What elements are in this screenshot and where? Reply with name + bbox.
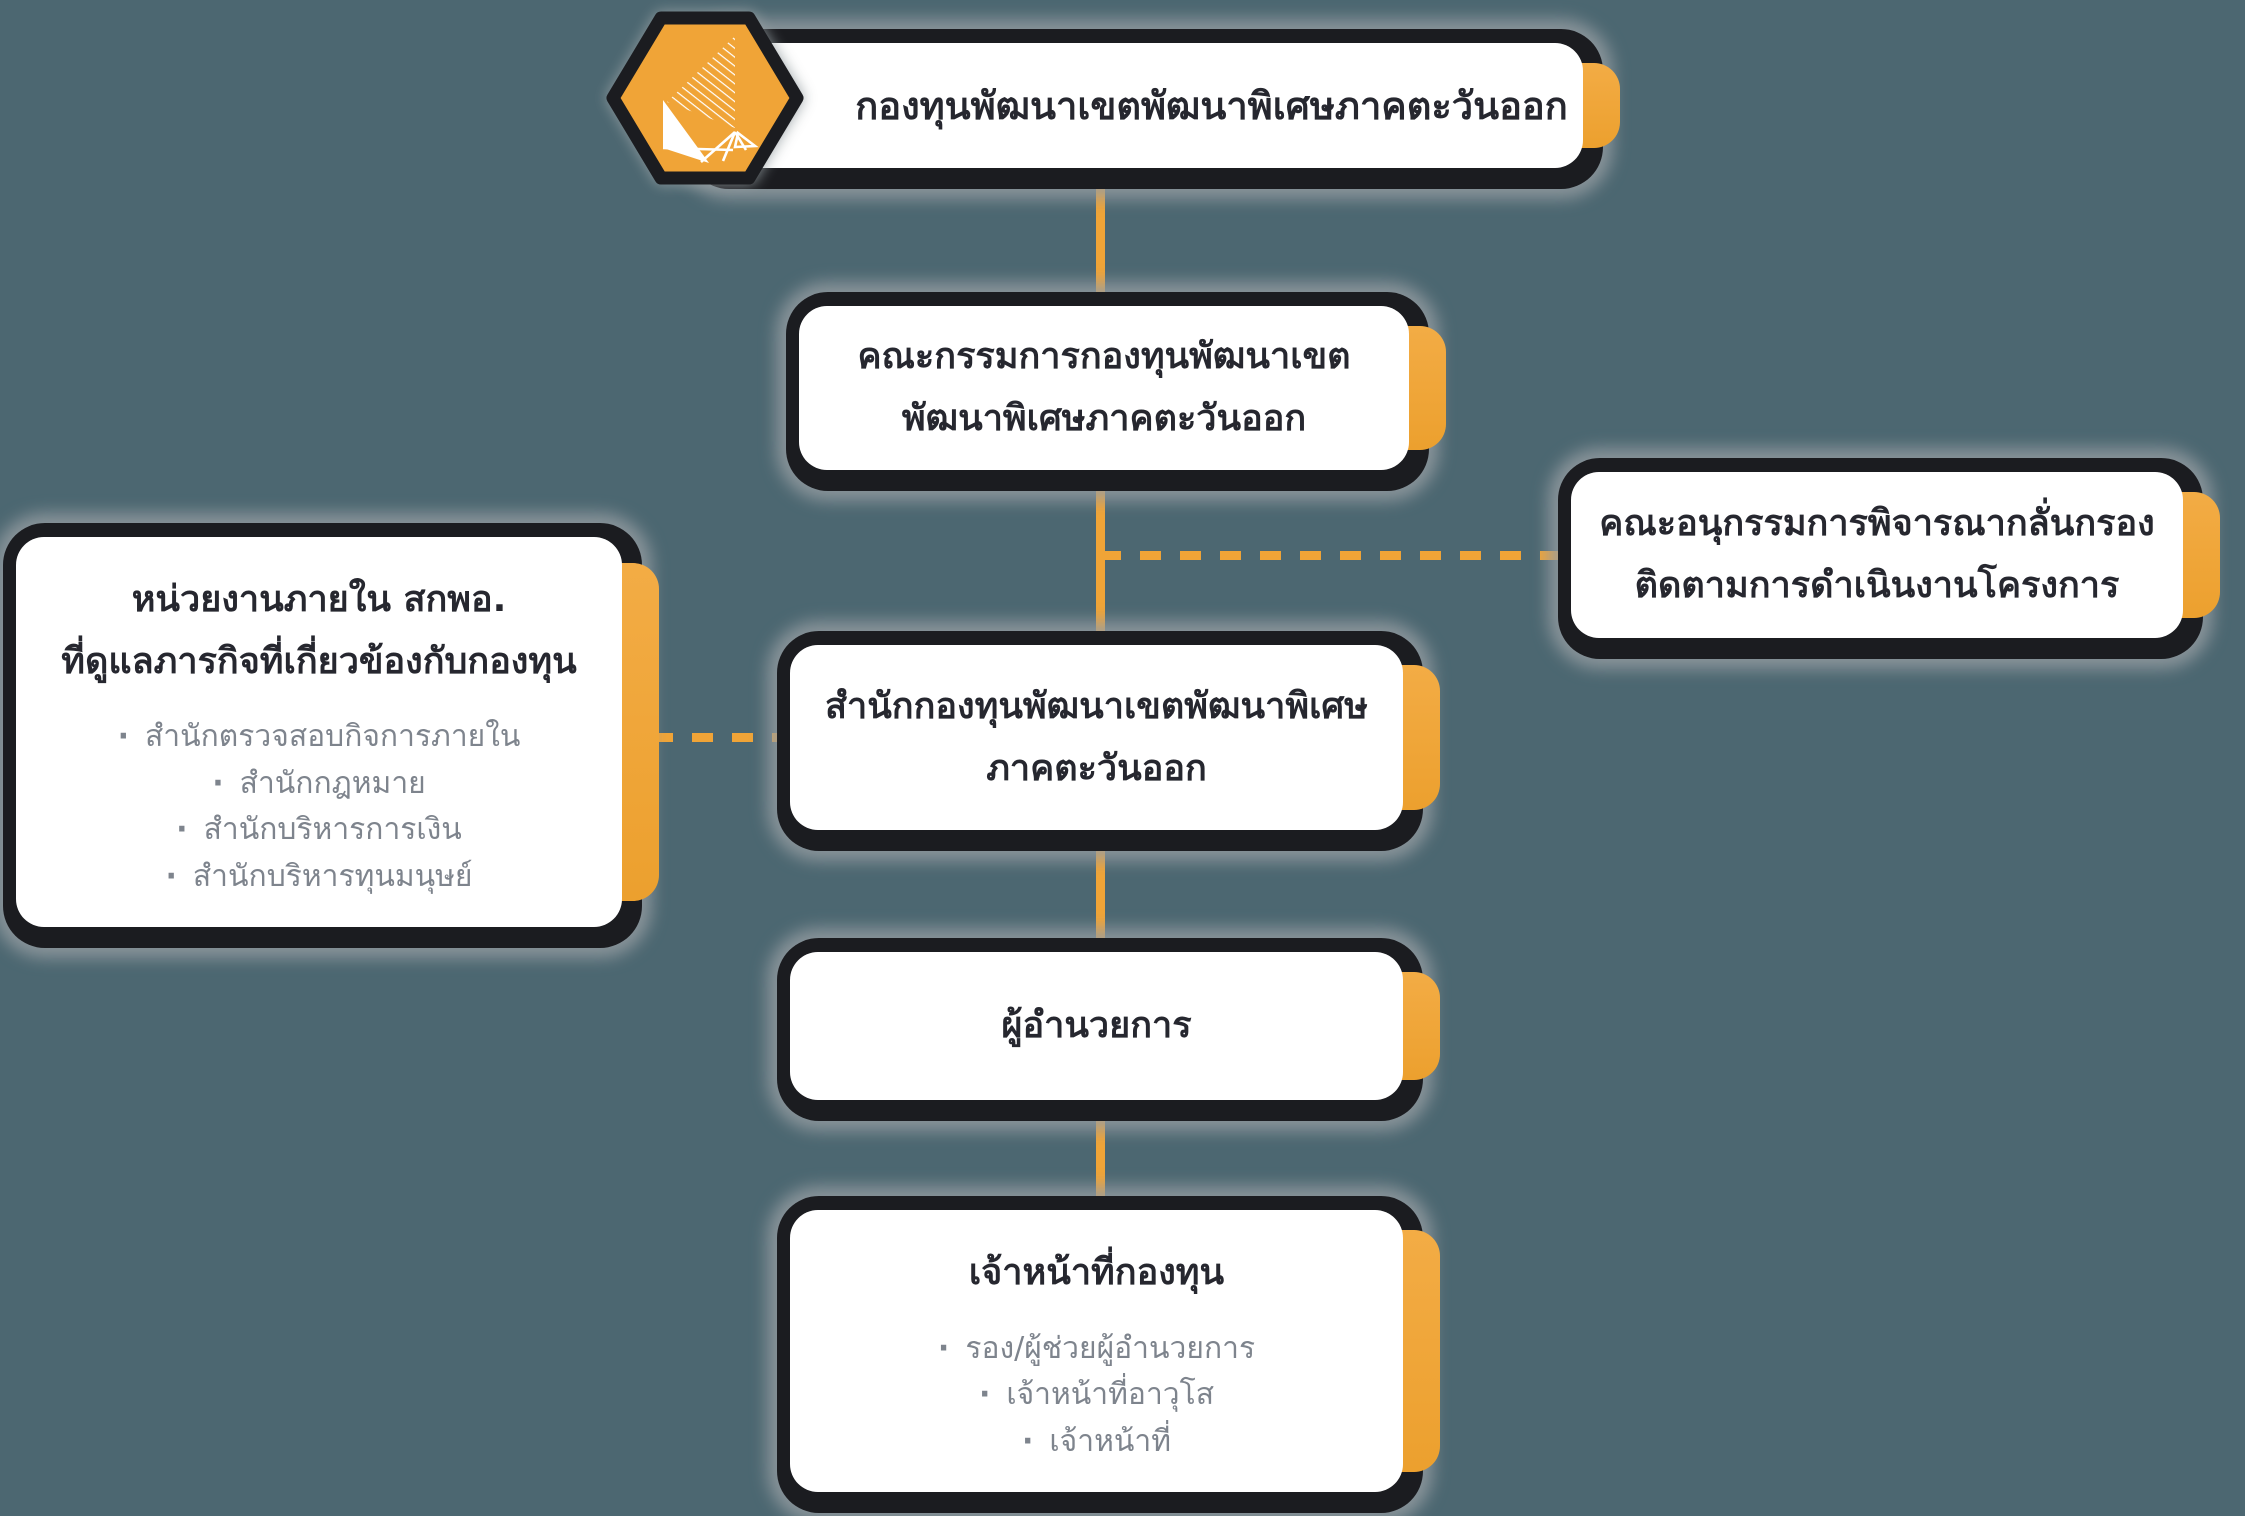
fund-staff-title: เจ้าหน้าที่กองทุน [968,1251,1225,1293]
board-line2: พัฒนาพิเศษภาคตะวันออก [901,398,1307,439]
list-item: เจ้าหน้าที่ [1022,1423,1171,1461]
director-title: ผู้อำนวยการ [1001,1005,1192,1047]
dashed-connector-internal-units [652,733,792,742]
list-item: รอง/ผู้ช่วยผู้อำนวยการ [938,1330,1255,1368]
list-item: สำนักกฎหมาย [212,765,426,803]
node-root-fund: กองทุนพัฒนาเขตพัฒนาพิเศษภาคตะวันออก [687,29,1620,189]
subcommittee-line2: ติดตามการดำเนินงานโครงการ [1634,565,2120,606]
node-board: คณะกรรมการกองทุนพัฒนาเขต พัฒนาพิเศษภาคตะ… [786,292,1446,491]
subcommittee-line1: คณะอนุกรรมการพิจารณากลั่นกรอง [1599,503,2155,545]
connector-office-director [1096,828,1105,955]
fund-staff-list: รอง/ผู้ช่วยผู้อำนวยการเจ้าหน้าที่อาวุโสเ… [938,1330,1255,1461]
connector-director-staff [1096,1098,1105,1213]
eec-logo-icon [606,11,804,185]
fund-office-line1: สำนักกองทุนพัฒนาเขตพัฒนาพิเศษ [825,685,1368,727]
connector-root-board [1096,165,1105,310]
list-item: เจ้าหน้าที่อาวุโส [979,1376,1214,1414]
node-director: ผู้อำนวยการ [777,938,1440,1121]
fund-office-line2: ภาคตะวันออก [986,747,1207,789]
internal-units-list: สำนักตรวจสอบกิจการภายในสำนักกฎหมายสำนักบ… [118,718,520,896]
node-subcommittee: คณะอนุกรรมการพิจารณากลั่นกรอง ติดตามการด… [1558,458,2220,659]
internal-units-title-line2: ที่ดูแลภารกิจที่เกี่ยวข้องกับกองทุน [61,640,577,682]
node-internal-units: หน่วยงานภายใน สกพอ. ที่ดูแลภารกิจที่เกี่… [3,523,659,948]
internal-units-title-line1: หน่วยงานภายใน สกพอ. [131,578,507,620]
node-fund-staff: เจ้าหน้าที่กองทุน รอง/ผู้ช่วยผู้อำนวยการ… [777,1196,1440,1513]
list-item: สำนักบริหารการเงิน [176,811,462,849]
list-item: สำนักบริหารทุนมนุษย์ [165,858,473,896]
board-line1: คณะกรรมการกองทุนพัฒนาเขต [857,336,1351,378]
hexagon-badge [583,0,827,196]
dashed-connector-subcommittee [1100,551,1573,560]
root-title: กองทุนพัฒนาเขตพัฒนาพิเศษภาคตะวันออก [855,84,1568,128]
list-item: สำนักตรวจสอบกิจการภายใน [118,718,520,756]
node-fund-office: สำนักกองทุนพัฒนาเขตพัฒนาพิเศษ ภาคตะวันออ… [777,631,1440,851]
